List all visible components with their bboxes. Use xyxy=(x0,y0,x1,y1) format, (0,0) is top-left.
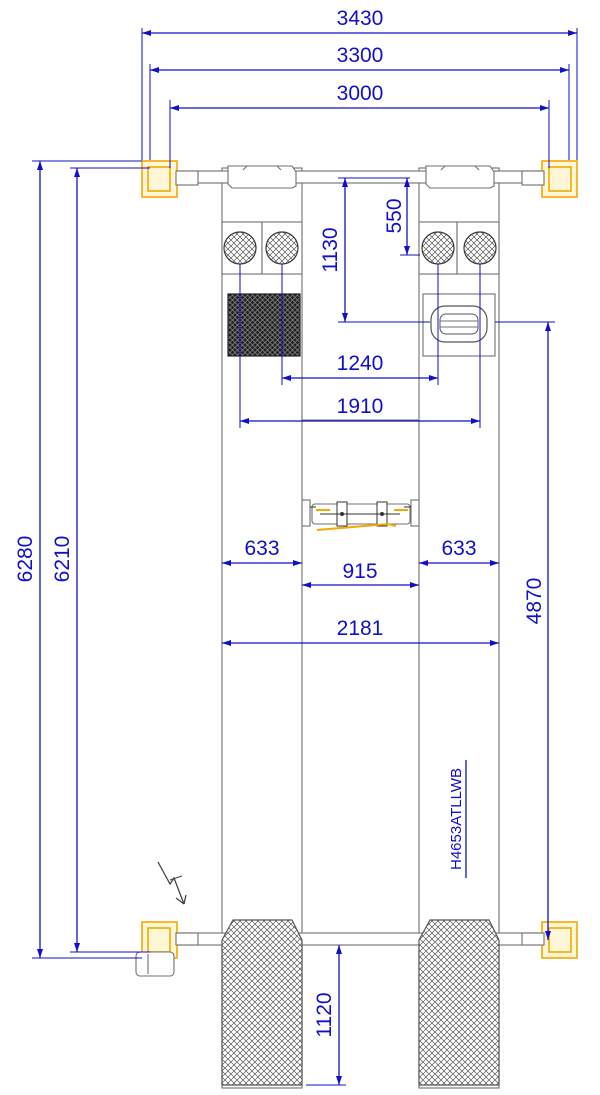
dim-3430: 3430 xyxy=(337,7,384,30)
turn-plate-right xyxy=(422,293,496,357)
post-top-left xyxy=(141,160,199,198)
wheel-stop-left-inner xyxy=(261,221,303,275)
ramp-left xyxy=(221,919,303,1086)
wheel-stop-left-outer xyxy=(221,221,263,275)
control-box xyxy=(135,951,175,977)
top-right-crossbar-block xyxy=(425,165,495,189)
dim-1240: 1240 xyxy=(337,352,384,375)
dim-3300: 3300 xyxy=(337,44,384,67)
dim-915: 915 xyxy=(342,560,377,583)
dim-633-right: 633 xyxy=(441,537,476,560)
dim-6280: 6280 xyxy=(14,536,37,583)
lift-posts xyxy=(135,160,578,977)
ramp-right xyxy=(418,919,500,1086)
model-label: H4653ATLLWB xyxy=(448,768,465,870)
dim-633-left: 633 xyxy=(244,537,279,560)
dim-3000: 3000 xyxy=(337,82,384,105)
post-bottom-right xyxy=(521,921,578,959)
wheel-stops xyxy=(221,221,500,275)
rolling-jack xyxy=(301,499,420,531)
dim-1120: 1120 xyxy=(313,992,336,1037)
dimension-labels: 3430 3300 3000 6280 6210 1130 550 1240 1… xyxy=(14,7,546,1038)
dim-550: 550 xyxy=(383,198,406,233)
dim-1910: 1910 xyxy=(337,395,384,418)
wheel-stop-right-outer xyxy=(456,221,500,275)
dim-1130: 1130 xyxy=(319,227,342,272)
top-left-crossbar-block xyxy=(227,165,297,189)
dim-2181: 2181 xyxy=(337,617,384,640)
dim-4870: 4870 xyxy=(523,578,546,625)
dimension-lines xyxy=(32,28,578,1086)
dim-6210: 6210 xyxy=(51,536,74,583)
slip-plate-left xyxy=(227,293,301,357)
electrical-symbol-icon xyxy=(157,861,187,905)
post-top-right xyxy=(521,160,578,198)
